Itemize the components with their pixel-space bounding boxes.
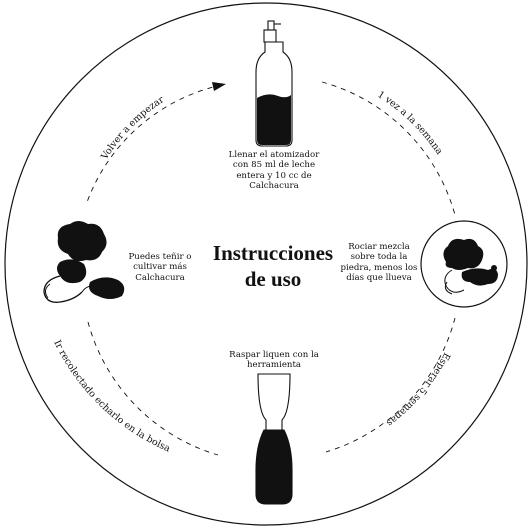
arrowhead-icon <box>212 82 226 91</box>
page-title: Instrucciones de uso <box>205 240 341 293</box>
arc-label-bottom-left: Ir recolectado echarlo en la bolsa <box>51 338 172 454</box>
step-bottom-label: Raspar liquen con la herramienta <box>229 350 319 371</box>
arc-label-bottom-right: Esperar 5 semanas <box>384 351 452 429</box>
outer-circle <box>4 2 528 526</box>
cycle-arrows <box>85 81 456 456</box>
arc-top-right <box>321 81 456 216</box>
title-line-2: de uso <box>244 267 302 292</box>
spray-bottle-icon <box>255 20 293 147</box>
scraper-tool-icon <box>255 373 293 505</box>
step-top-label: Llenar el atomizador con 85 ml de leche … <box>228 150 320 191</box>
title-line-1: Instrucciones <box>212 241 334 265</box>
arc-bottom-right <box>325 317 456 453</box>
arc-label-top-left: Volver a empezar <box>99 94 167 162</box>
step-right-label: Rociar mezcla sobre toda la piedra, meno… <box>340 242 418 283</box>
arc-bottom-left <box>87 321 219 456</box>
lichen-stone-icon <box>443 238 498 295</box>
arc-top-left <box>85 84 223 206</box>
lichen-cluster-icon <box>43 221 125 303</box>
arc-label-top-right: 1 vez a la semana <box>375 89 445 157</box>
step-left-label: Puedes teñir o cultivar más Calchacura <box>128 252 192 283</box>
